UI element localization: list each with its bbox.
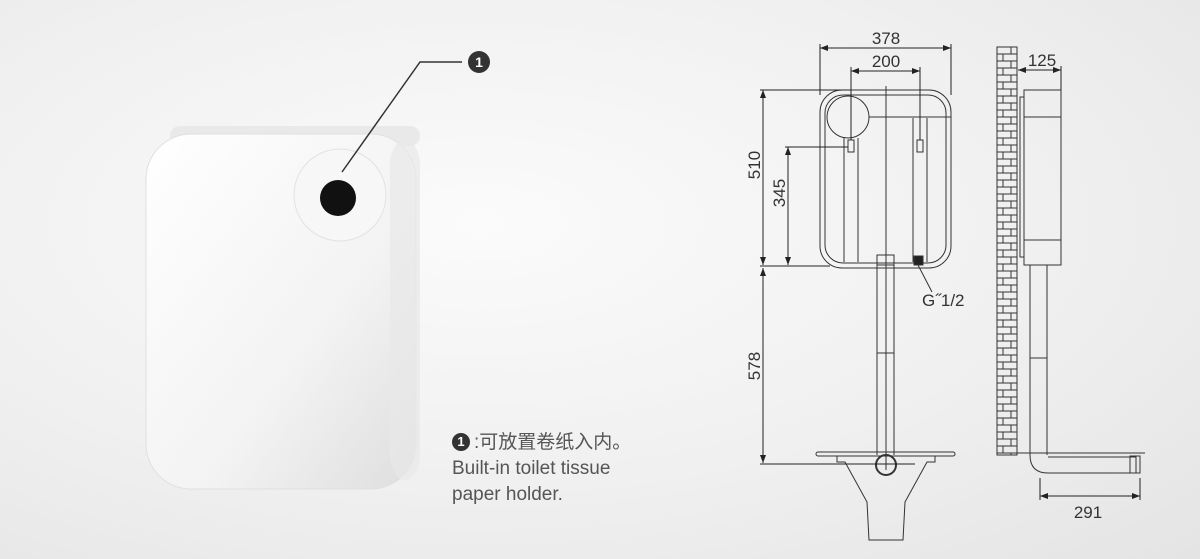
dim-overall-width: 378 (872, 29, 900, 48)
dim-outlet-offset: 291 (1074, 503, 1102, 522)
note-number-badge: 1 (452, 433, 470, 451)
wall-icon (996, 46, 1018, 456)
dimension-lines (760, 44, 1141, 500)
dim-bracket-height: 345 (770, 179, 789, 207)
note-chinese: :可放置卷纸入内。 (474, 432, 632, 453)
feature-note: 1:可放置卷纸入内。 Built-in toilet tissue paper … (452, 430, 631, 508)
dim-pipe-length: 578 (745, 352, 764, 380)
dim-depth: 125 (1028, 51, 1056, 70)
note-english-line2: paper holder. (452, 484, 563, 505)
side-view (996, 46, 1145, 474)
callout-number: 1 (475, 54, 483, 70)
callout-leader (341, 51, 490, 173)
tissue-holder-opening (320, 180, 356, 216)
dim-tank-height: 510 (745, 151, 764, 179)
inlet-thread-label: G˝1/2 (922, 291, 965, 310)
cistern-photo (145, 126, 420, 490)
note-english-line1: Built-in toilet tissue (452, 458, 611, 479)
front-view (815, 86, 956, 541)
dim-bracket-spacing: 200 (872, 52, 900, 71)
